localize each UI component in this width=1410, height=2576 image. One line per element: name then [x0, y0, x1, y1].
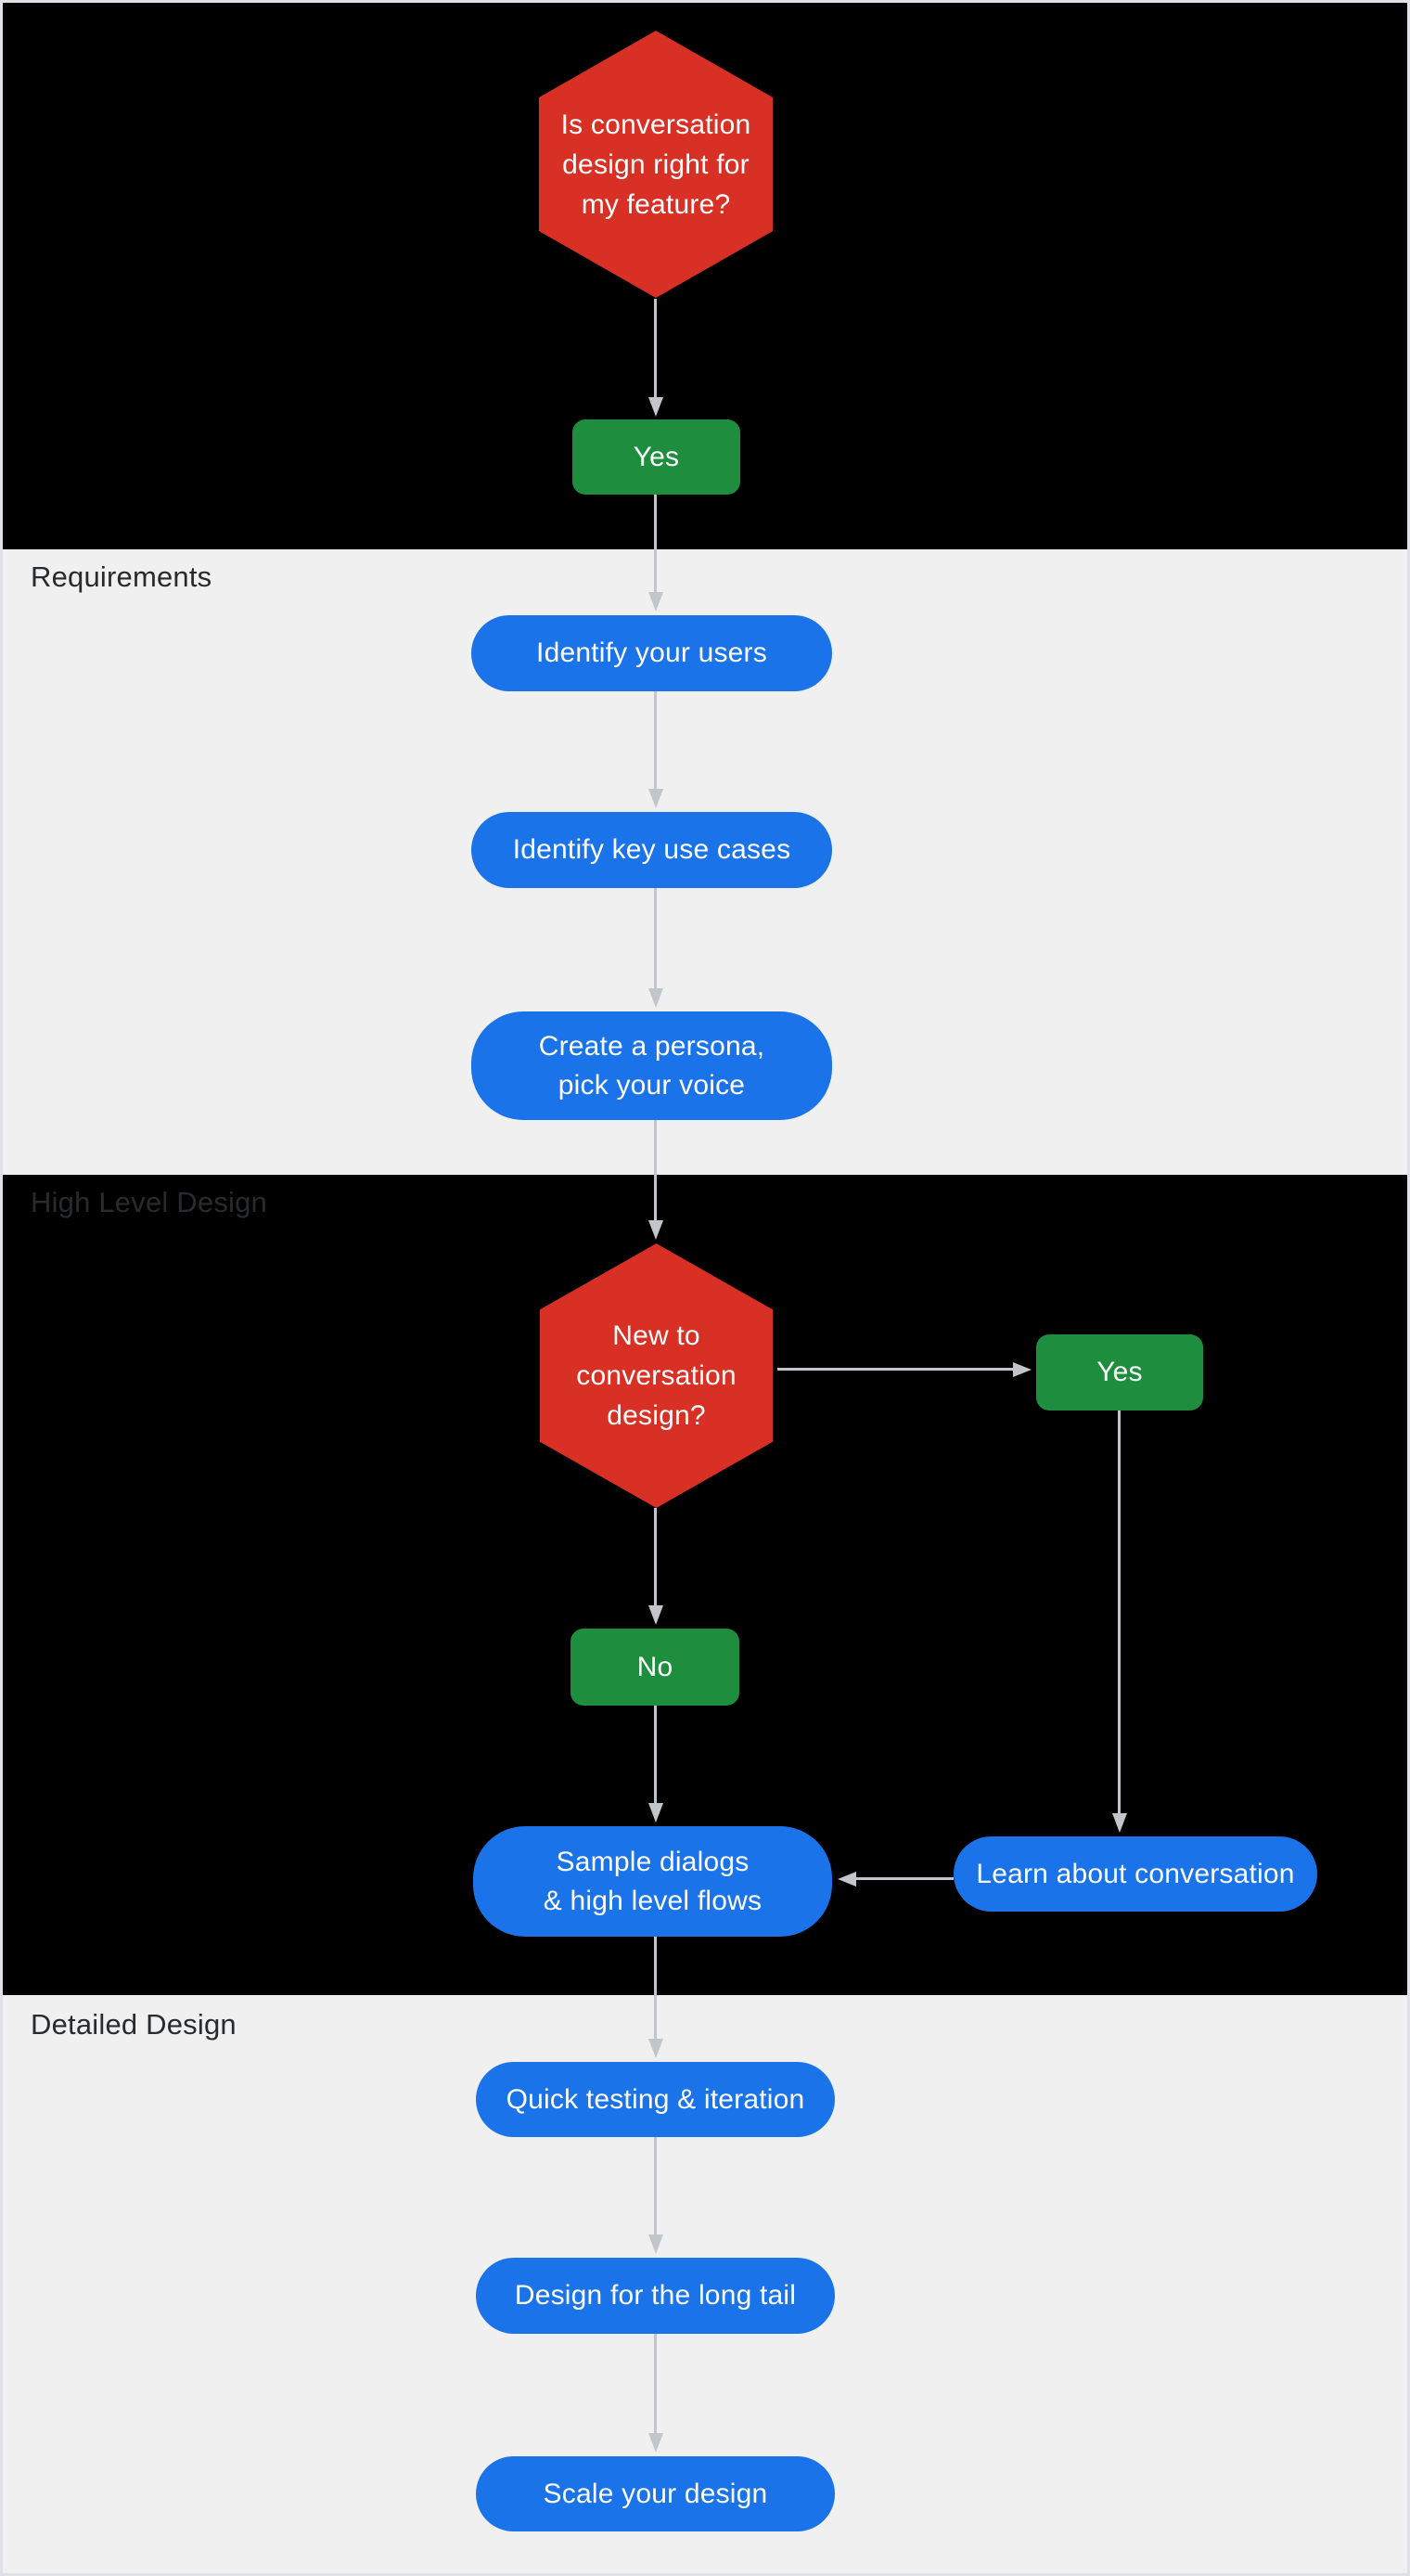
decision-line: my feature?: [581, 188, 731, 220]
create-persona-line: Create a persona,: [538, 1030, 765, 1062]
arrow-long-tail-to-scale: [654, 2334, 657, 2433]
yes-button-new-to-design[interactable]: Yes: [1036, 1334, 1203, 1410]
section-title-high-level-design: High Level Design: [31, 1186, 267, 1218]
yes-button-label: Yes: [1096, 1357, 1143, 1387]
sample-dialogs-button[interactable]: Sample dialogs & high level flows: [473, 1826, 832, 1937]
yes-button-top[interactable]: Yes: [572, 419, 740, 495]
scale-your-design-button[interactable]: Scale your design: [476, 2456, 835, 2531]
quick-testing-button[interactable]: Quick testing & iteration: [476, 2062, 835, 2137]
sample-dialogs-line: Sample dialogs: [556, 1846, 750, 1877]
no-button-label: No: [636, 1651, 673, 1682]
decision-is-conversation-design-right: Is conversation design right for my feat…: [539, 31, 773, 298]
create-persona-line: pick your voice: [558, 1069, 746, 1101]
sample-dialogs-line: & high level flows: [543, 1885, 763, 1916]
quick-testing-label: Quick testing & iteration: [506, 2083, 805, 2115]
scale-your-design-label: Scale your design: [543, 2478, 768, 2509]
design-long-tail-button[interactable]: Design for the long tail: [476, 2258, 835, 2334]
decision-line: Is conversation: [560, 109, 751, 140]
design-long-tail-label: Design for the long tail: [514, 2280, 797, 2311]
arrow-yes-to-learn-conversation: [1118, 1410, 1121, 1813]
arrow-learn-to-sample-dialogs: [856, 1877, 954, 1880]
arrow-yes-to-identify-users: [654, 495, 657, 592]
create-persona-button[interactable]: Create a persona, pick your voice: [471, 1011, 832, 1120]
learn-about-conversation-label: Learn about conversation: [976, 1858, 1295, 1889]
arrow-persona-to-decision-new: [654, 1120, 657, 1220]
arrow-use-cases-to-persona: [654, 888, 657, 988]
arrow-identify-users-to-use-cases: [654, 691, 657, 789]
identify-your-users-label: Identify your users: [536, 638, 767, 668]
decision-line: New to: [612, 1320, 700, 1351]
arrow-decision-fit-to-yes: [654, 299, 657, 397]
section-title-detailed-design: Detailed Design: [31, 2008, 237, 2041]
decision-line: design?: [607, 1400, 706, 1431]
section-title-requirements: Requirements: [31, 560, 212, 593]
decision-line: design right for: [562, 148, 750, 180]
identify-key-use-cases-button[interactable]: Identify key use cases: [471, 812, 832, 888]
arrow-quick-testing-to-long-tail: [654, 2137, 657, 2235]
identify-your-users-button[interactable]: Identify your users: [471, 615, 832, 691]
yes-button-label: Yes: [633, 441, 680, 472]
arrow-decision-new-to-no: [654, 1508, 657, 1605]
learn-about-conversation-button[interactable]: Learn about conversation: [954, 1836, 1317, 1912]
decision-line: conversation: [576, 1360, 737, 1391]
identify-key-use-cases-label: Identify key use cases: [512, 834, 791, 865]
arrow-decision-new-to-yes: [777, 1368, 1013, 1371]
arrow-no-to-sample-dialogs: [654, 1706, 657, 1803]
no-button[interactable]: No: [570, 1629, 739, 1706]
arrow-sample-to-quick-testing: [654, 1937, 657, 2039]
